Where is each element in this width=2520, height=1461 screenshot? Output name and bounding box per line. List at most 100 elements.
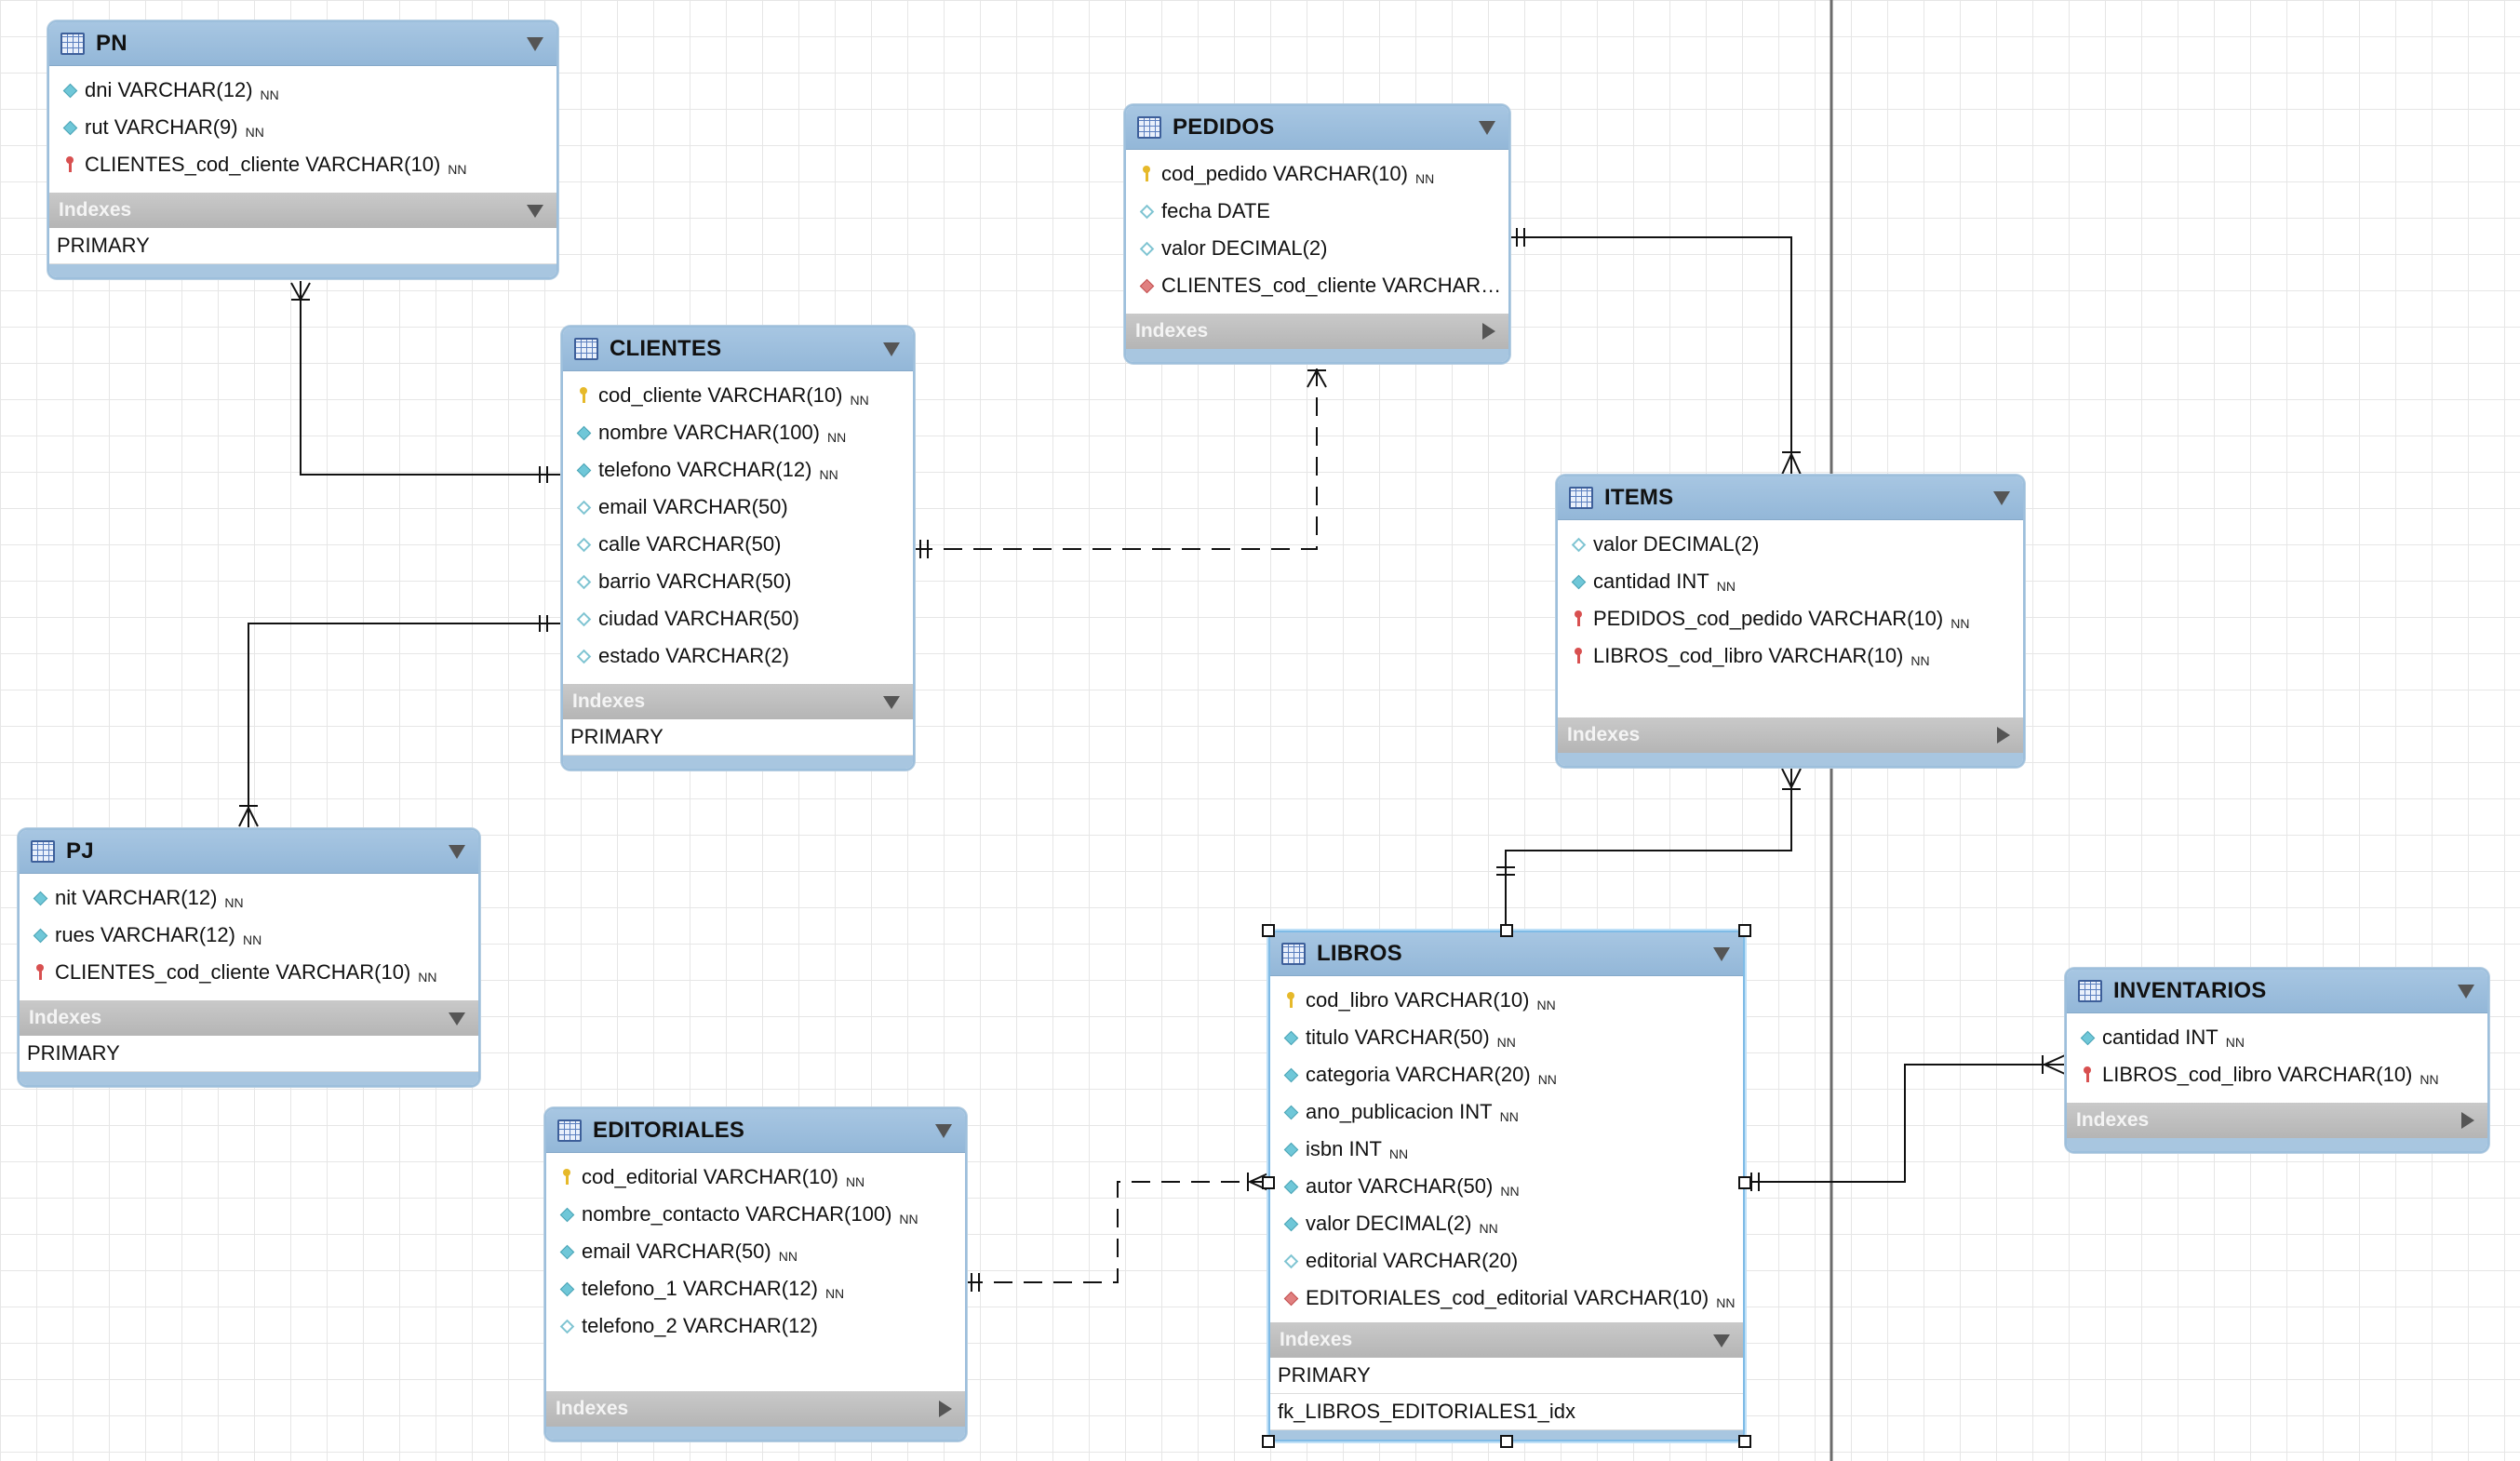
column-row[interactable]: ciudad VARCHAR(50) — [563, 600, 913, 637]
column-row[interactable]: autor VARCHAR(50)NN — [1270, 1168, 1743, 1205]
table-header[interactable]: CLIENTES — [563, 328, 913, 371]
collapse-triangle-icon[interactable] — [1993, 491, 2010, 505]
table-icon — [1281, 943, 1306, 965]
column-row[interactable]: fecha DATE — [1126, 193, 1508, 230]
column-row[interactable]: cod_cliente VARCHAR(10)NN — [563, 377, 913, 414]
collapse-triangle-icon[interactable] — [883, 696, 900, 709]
table-header[interactable]: EDITORIALES — [546, 1109, 965, 1153]
column-row[interactable]: cod_pedido VARCHAR(10)NN — [1126, 155, 1508, 193]
expand-triangle-icon[interactable] — [1997, 727, 2010, 744]
column-row[interactable]: CLIENTES_cod_cliente VARCHAR… — [1126, 267, 1508, 304]
column-row[interactable]: LIBROS_cod_libro VARCHAR(10)NN — [1558, 637, 2023, 675]
collapse-triangle-icon[interactable] — [2458, 985, 2474, 999]
resize-handle-bottom-center[interactable] — [1500, 1435, 1513, 1448]
indexes-header[interactable]: Indexes — [1126, 314, 1508, 349]
collapse-triangle-icon[interactable] — [527, 37, 543, 51]
indexes-header[interactable]: Indexes — [546, 1391, 965, 1427]
nn-flag: NN — [1496, 1035, 1516, 1050]
collapse-triangle-icon[interactable] — [527, 205, 543, 218]
column-row[interactable]: telefono_1 VARCHAR(12)NN — [546, 1270, 965, 1307]
collapse-triangle-icon[interactable] — [883, 342, 900, 356]
column-row[interactable]: valor DECIMAL(2) — [1558, 526, 2023, 563]
column-row[interactable]: rues VARCHAR(12)NN — [20, 917, 478, 954]
column-row[interactable]: valor DECIMAL(2) — [1126, 230, 1508, 267]
expand-triangle-icon[interactable] — [2461, 1112, 2474, 1129]
table-libros[interactable]: LIBROS cod_libro VARCHAR(10)NN titulo VA… — [1262, 924, 1751, 1448]
column-row[interactable]: email VARCHAR(50)NN — [546, 1233, 965, 1270]
collapse-triangle-icon[interactable] — [935, 1124, 952, 1138]
index-row[interactable]: PRIMARY — [20, 1036, 478, 1072]
resize-handle-middle-right[interactable] — [1738, 1176, 1751, 1189]
column-row[interactable]: PEDIDOS_cod_pedido VARCHAR(10)NN — [1558, 600, 2023, 637]
collapse-triangle-icon[interactable] — [1713, 947, 1730, 961]
column-text: calle VARCHAR(50) — [598, 532, 782, 556]
table-editoriales[interactable]: EDITORIALES cod_editorial VARCHAR(10)NN … — [544, 1107, 967, 1441]
table-pn[interactable]: PN dni VARCHAR(12)NN rut VARCHAR(9)NN CL… — [47, 20, 558, 279]
table-header[interactable]: PEDIDOS — [1126, 106, 1508, 150]
column-row[interactable]: calle VARCHAR(50) — [563, 526, 913, 563]
column-row[interactable]: nombre VARCHAR(100)NN — [563, 414, 913, 451]
resize-handle-top-right[interactable] — [1738, 924, 1751, 937]
indexes-header[interactable]: Indexes — [49, 193, 556, 228]
expand-triangle-icon[interactable] — [939, 1401, 952, 1417]
indexes-header[interactable]: Indexes — [2067, 1103, 2487, 1138]
table-header[interactable]: INVENTARIOS — [2067, 970, 2487, 1013]
column-row[interactable]: telefono VARCHAR(12)NN — [563, 451, 913, 489]
resize-handle-bottom-right[interactable] — [1738, 1435, 1751, 1448]
collapse-triangle-icon[interactable] — [1713, 1334, 1730, 1347]
index-row[interactable]: PRIMARY — [1270, 1358, 1743, 1394]
column-row[interactable]: CLIENTES_cod_cliente VARCHAR(10)NN — [20, 954, 478, 991]
table-header[interactable]: PJ — [20, 830, 478, 874]
column-icon — [31, 891, 49, 905]
index-row[interactable]: PRIMARY — [563, 719, 913, 756]
column-row[interactable]: titulo VARCHAR(50)NN — [1270, 1019, 1743, 1056]
table-pj[interactable]: PJ nit VARCHAR(12)NN rues VARCHAR(12)NN … — [18, 828, 480, 1087]
collapse-triangle-icon[interactable] — [449, 845, 465, 859]
column-row[interactable]: rut VARCHAR(9)NN — [49, 109, 556, 146]
collapse-triangle-icon[interactable] — [1479, 121, 1495, 135]
column-row[interactable]: editorial VARCHAR(20) — [1270, 1242, 1743, 1280]
column-row[interactable]: telefono_2 VARCHAR(12) — [546, 1307, 965, 1345]
resize-handle-middle-left[interactable] — [1262, 1176, 1275, 1189]
expand-triangle-icon[interactable] — [1482, 323, 1495, 340]
column-row[interactable]: CLIENTES_cod_cliente VARCHAR(10)NN — [49, 146, 556, 183]
column-row[interactable]: email VARCHAR(50) — [563, 489, 913, 526]
collapse-triangle-icon[interactable] — [449, 1012, 465, 1025]
column-row[interactable]: nit VARCHAR(12)NN — [20, 879, 478, 917]
resize-handle-top-center[interactable] — [1500, 924, 1513, 937]
column-row[interactable]: estado VARCHAR(2) — [563, 637, 913, 675]
resize-handle-bottom-left[interactable] — [1262, 1435, 1275, 1448]
column-icon — [574, 574, 593, 589]
column-row[interactable]: cod_editorial VARCHAR(10)NN — [546, 1159, 965, 1196]
column-row[interactable]: LIBROS_cod_libro VARCHAR(10)NN — [2067, 1056, 2487, 1093]
column-text: ano_publicacion INT — [1306, 1100, 1493, 1123]
table-header[interactable]: LIBROS — [1270, 932, 1743, 976]
column-row[interactable]: nombre_contacto VARCHAR(100)NN — [546, 1196, 965, 1233]
column-row[interactable]: valor DECIMAL(2)NN — [1270, 1205, 1743, 1242]
column-text: estado VARCHAR(2) — [598, 644, 789, 667]
resize-handle-top-left[interactable] — [1262, 924, 1275, 937]
column-row[interactable]: barrio VARCHAR(50) — [563, 563, 913, 600]
column-row[interactable]: dni VARCHAR(12)NN — [49, 72, 556, 109]
nn-flag: NN — [2419, 1072, 2439, 1087]
indexes-header[interactable]: Indexes — [563, 684, 913, 719]
column-row[interactable]: cod_libro VARCHAR(10)NN — [1270, 982, 1743, 1019]
indexes-header[interactable]: Indexes — [20, 1000, 478, 1036]
table-pedidos[interactable]: PEDIDOS cod_pedido VARCHAR(10)NN fecha D… — [1124, 104, 1510, 364]
table-header[interactable]: PN — [49, 22, 556, 66]
indexes-header[interactable]: Indexes — [1270, 1322, 1743, 1358]
table-header[interactable]: ITEMS — [1558, 476, 2023, 520]
column-row[interactable]: EDITORIALES_cod_editorial VARCHAR(10)NN — [1270, 1280, 1743, 1317]
indexes-header[interactable]: Indexes — [1558, 717, 2023, 753]
index-row[interactable]: fk_LIBROS_EDITORIALES1_idx — [1270, 1394, 1743, 1430]
table-clientes[interactable]: CLIENTES cod_cliente VARCHAR(10)NN nombr… — [561, 326, 915, 771]
column-row[interactable]: categoria VARCHAR(20)NN — [1270, 1056, 1743, 1093]
index-row[interactable]: PRIMARY — [49, 228, 556, 264]
